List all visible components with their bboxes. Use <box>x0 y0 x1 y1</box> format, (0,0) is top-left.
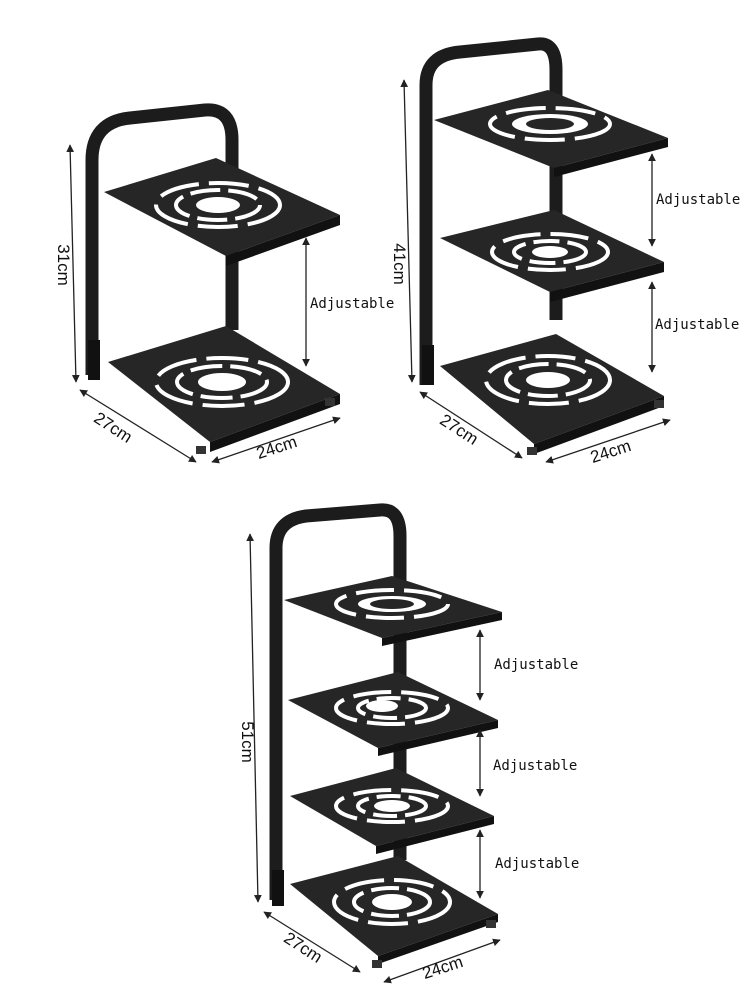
shelf <box>440 210 664 302</box>
rack-3-tier <box>400 37 671 464</box>
frame-foot-bracket <box>422 345 434 385</box>
adjustable-label: Adjustable <box>493 758 578 774</box>
adjustable-label: Adjustable <box>655 317 740 333</box>
shelf <box>434 90 668 177</box>
width-arrow <box>211 416 341 464</box>
height-arrow <box>66 144 80 383</box>
rack-frame <box>419 37 563 385</box>
shelf <box>108 326 340 454</box>
shelf <box>290 768 494 854</box>
width-arrow <box>383 938 501 984</box>
depth-arrow <box>419 391 523 459</box>
foot <box>527 447 537 455</box>
rack-2-tier <box>66 103 341 464</box>
foot <box>654 400 664 408</box>
rack-4-tier <box>246 503 502 984</box>
height-label: 31cm <box>53 244 73 286</box>
shelf <box>288 672 498 756</box>
rack-frame <box>269 503 407 900</box>
shelf <box>284 576 502 646</box>
foot <box>196 446 206 454</box>
rack-frame <box>85 103 239 375</box>
adjustable-label: Adjustable <box>494 657 579 673</box>
height-label: 41cm <box>389 243 409 285</box>
adjustable-label: Adjustable <box>310 296 395 312</box>
foot <box>325 398 335 406</box>
height-label: 51cm <box>237 721 257 763</box>
height-arrow <box>246 533 262 903</box>
frame-foot-bracket <box>88 340 100 380</box>
foot <box>486 920 496 928</box>
height-arrow <box>400 79 416 383</box>
width-arrow <box>545 418 671 464</box>
foot <box>372 960 382 968</box>
depth-arrow <box>79 389 197 463</box>
adjustable-label: Adjustable <box>495 856 580 872</box>
shelf <box>104 158 340 266</box>
depth-arrow <box>263 911 361 973</box>
adjustable-label: Adjustable <box>656 192 741 208</box>
frame-foot-bracket <box>272 870 284 906</box>
